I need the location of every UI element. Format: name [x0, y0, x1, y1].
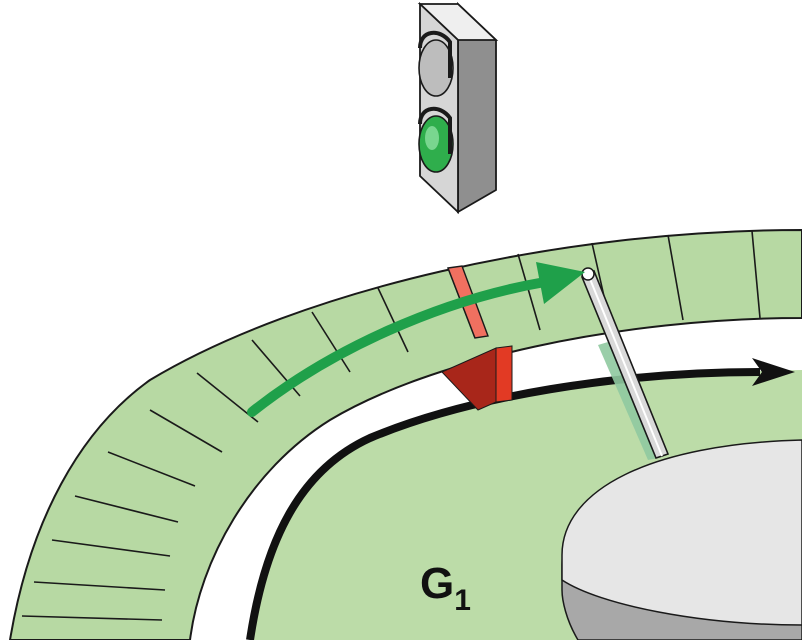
- phase-label-subscript: 1: [454, 584, 471, 617]
- signal-light-top: [418, 31, 454, 97]
- cycle-direction-arrow: [246, 358, 795, 640]
- phase-label-main: G: [420, 559, 454, 608]
- signal-light-bottom: [418, 107, 454, 173]
- ring-segment-dividers: [21, 230, 761, 621]
- traffic-signal: [417, 1, 499, 215]
- progress-arrow: [247, 262, 585, 417]
- hub-disc: [561, 439, 802, 640]
- checkpoint-barrier: [441, 345, 513, 411]
- needle-shadow: [598, 342, 658, 460]
- phase-label: G1: [420, 559, 471, 617]
